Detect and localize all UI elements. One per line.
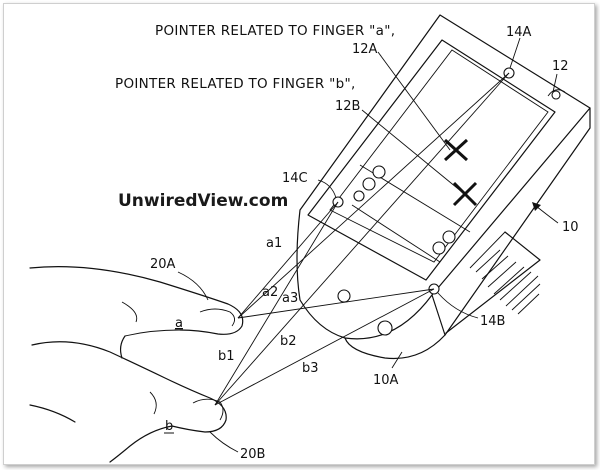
ray-label-a3: a3 <box>282 291 298 306</box>
ray-label-b3: b3 <box>302 361 319 376</box>
label-12: 12 <box>552 59 569 74</box>
ray-label-b1: b1 <box>218 349 235 364</box>
ray-label-b2: b2 <box>280 334 297 349</box>
screen-buttons-left <box>353 165 386 202</box>
leader-10a <box>391 351 403 369</box>
leader-12 <box>552 73 558 93</box>
label-10: 10 <box>562 220 579 235</box>
base-buttons <box>337 289 393 336</box>
device-body <box>296 14 591 360</box>
screen-12 <box>307 39 566 281</box>
label-12b: 12B <box>335 99 360 114</box>
label-14a: 14A <box>506 25 532 40</box>
label-20b: 20B <box>240 447 265 462</box>
screen-buttons-right <box>432 230 456 255</box>
leader-14a <box>509 37 521 69</box>
leader-14b <box>437 292 479 319</box>
label-20a: 20A <box>150 257 176 272</box>
caption-finger-a: POINTER RELATED TO FINGER "a", <box>155 23 395 39</box>
ray-label-a1: a1 <box>266 236 282 251</box>
finger-label-b: b <box>165 419 173 434</box>
ray-label-a2: a2 <box>262 285 278 300</box>
label-14b: 14B <box>480 314 505 329</box>
rays <box>214 72 510 406</box>
hand <box>29 266 244 463</box>
figure-frame <box>3 3 595 465</box>
caption-finger-b: POINTER RELATED TO FINGER "b", <box>115 76 356 92</box>
label-14c: 14C <box>282 171 308 186</box>
finger-label-a: a <box>175 316 183 331</box>
arrow-10 <box>532 202 541 211</box>
label-12a: 12A <box>352 42 378 57</box>
leader-10 <box>535 205 559 224</box>
leader-12a <box>377 51 451 151</box>
pointer-a-cross <box>443 138 469 162</box>
watermark: UnwiredView.com <box>118 191 288 211</box>
leader-20a <box>177 271 209 301</box>
leader-12b <box>361 109 463 193</box>
label-10a: 10A <box>373 373 399 388</box>
leader-14c <box>317 179 337 199</box>
pointer-b-cross <box>452 181 478 207</box>
leader-20b <box>209 431 239 453</box>
